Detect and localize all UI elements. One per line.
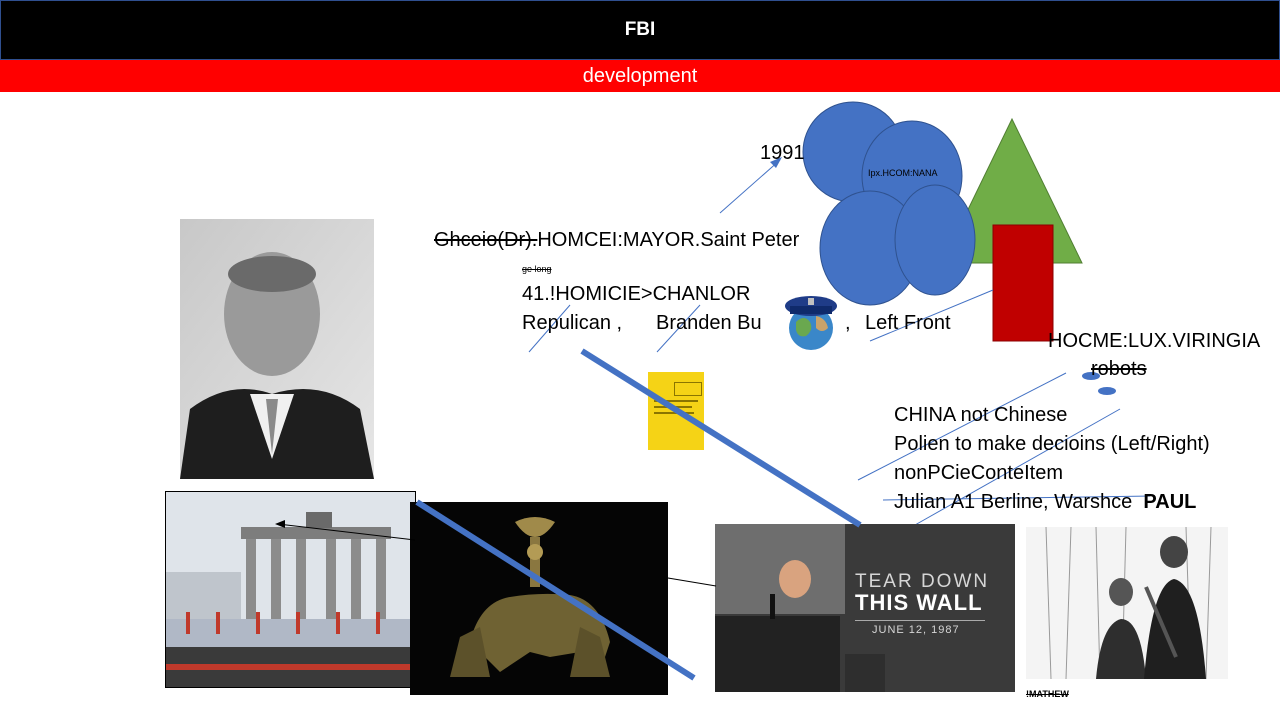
small-oval-1[interactable]	[1082, 372, 1100, 380]
arrow-head	[770, 157, 782, 168]
mayor-line: Ghceio(Dr).HOMCEI:MAYOR.Saint Peter	[434, 228, 799, 252]
list-item-3: nonPCieConteItem	[894, 462, 1063, 484]
quadriga-photo[interactable]	[410, 502, 668, 695]
slide-title: FBI	[0, 0, 1280, 60]
caption-divider	[855, 620, 985, 621]
robots-label: robots	[1091, 358, 1147, 380]
red-rectangle[interactable]	[992, 224, 1054, 342]
police-globe-icon[interactable]	[782, 286, 840, 352]
reagan-speech-photo[interactable]: TEAR DOWN THIS WALL JUNE 12, 1987	[715, 524, 1015, 692]
portrait-photo[interactable]	[180, 219, 374, 479]
connector-line-1[interactable]	[528, 304, 571, 353]
reagan-caption-1: TEAR DOWN	[855, 571, 990, 592]
right-heading: HOCME:LUX.VIRINGIA	[1048, 330, 1261, 352]
connector-line-3[interactable]	[869, 289, 994, 342]
tiny-struck-label: ge long	[522, 264, 552, 274]
mathew-label: !MATHEW	[1026, 689, 1069, 699]
struck-prefix: Ghceio(Dr).	[434, 229, 538, 251]
paul-label: PAUL	[1143, 491, 1197, 513]
brandenburg-gate-photo[interactable]	[165, 491, 416, 688]
blue-circle-4[interactable]	[894, 184, 976, 296]
list-item-1: CHINA not Chinese	[894, 404, 1068, 426]
chancellor-line: 41.!HOMICIE>CHANLOR	[522, 283, 751, 305]
republican-label: Repulican ,	[522, 312, 623, 334]
connector-line-4[interactable]	[857, 372, 1067, 481]
left-front-label: Left Front	[865, 312, 951, 334]
slide-subtitle: development	[0, 60, 1280, 92]
small-oval-2[interactable]	[1098, 387, 1116, 395]
connector-line-2[interactable]	[656, 304, 701, 353]
wall-sketch-photo[interactable]	[1026, 527, 1228, 679]
last-line-text: Julian A1 Berline, Warshce	[894, 491, 1133, 513]
circle-label: Ipx.HCOM:NANA	[868, 168, 938, 178]
list-item-2: Polien to make decioins (Left/Right)	[894, 433, 1210, 455]
comma-label: ,	[845, 312, 851, 334]
arrow-to-1991[interactable]	[719, 159, 781, 214]
connector-line-5[interactable]	[914, 408, 1121, 526]
list-item-4: Julian A1 Berline, Warshce PAUL	[894, 490, 1196, 514]
mayor-text: HOMCEI:MAYOR.Saint Peter	[537, 229, 800, 251]
reagan-caption-2: THIS WALL	[855, 590, 983, 615]
connector-line-6[interactable]	[882, 495, 1151, 501]
reagan-caption-3: JUNE 12, 1987	[872, 624, 960, 636]
journal-cover-image[interactable]	[648, 372, 704, 450]
branden-label: Branden Bu	[656, 312, 762, 334]
year-label: 1991	[760, 142, 805, 164]
